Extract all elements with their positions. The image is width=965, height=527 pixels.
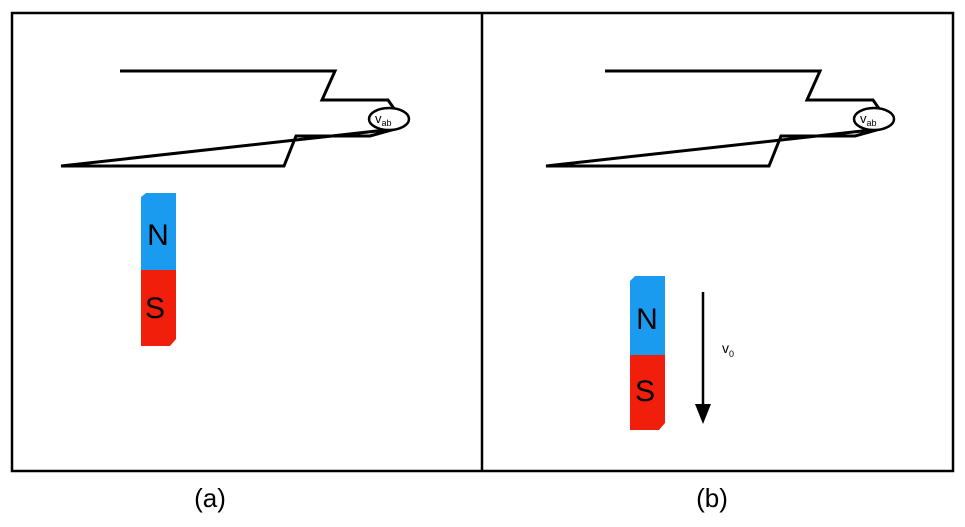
north-label: N — [636, 303, 658, 336]
magnet-north-pole — [141, 193, 176, 270]
magnet-north-pole — [630, 276, 665, 355]
bar-magnet: N S — [630, 276, 665, 430]
velocity-arrow-head — [695, 404, 711, 424]
panel-a: vab N S (a) — [60, 69, 411, 513]
voltmeter: vab — [367, 106, 411, 132]
panel-caption: (b) — [696, 483, 728, 513]
panel-caption: (a) — [194, 483, 226, 513]
velocity-arrow: v0 — [695, 292, 734, 424]
bar-magnet: N S — [141, 193, 176, 346]
voltmeter-label: vab — [860, 111, 877, 128]
voltmeter-body — [367, 106, 411, 132]
panel-b: vab N S v0 (b) — [545, 69, 896, 513]
south-label: S — [635, 375, 655, 408]
velocity-label: v0 — [722, 340, 734, 359]
magnet-south-pole — [630, 355, 665, 430]
voltmeter-body — [852, 106, 896, 132]
voltmeter-label: vab — [375, 111, 392, 128]
wire-loop — [545, 69, 882, 168]
south-label: S — [145, 292, 165, 325]
voltmeter: vab — [852, 106, 896, 132]
magnet-south-pole — [141, 270, 176, 346]
north-label: N — [147, 219, 169, 252]
wire-loop — [60, 69, 397, 168]
